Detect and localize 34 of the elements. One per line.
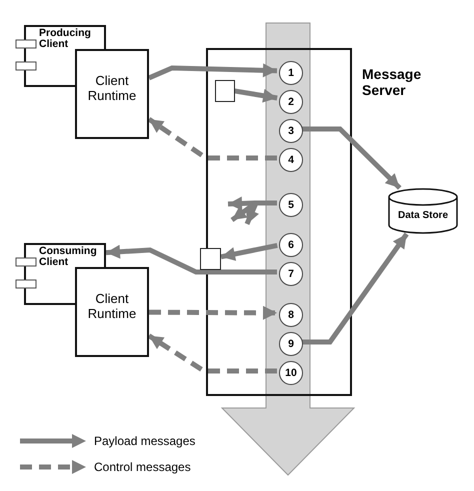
message-arrow [106,244,277,274]
component-label: Producing Client [39,28,92,50]
message-arrow [220,242,278,261]
step-number: 9 [288,338,294,350]
step-number: 7 [288,268,294,280]
message-arrow [232,88,278,103]
small-box [215,80,235,102]
store-label: Data Store [398,210,448,220]
message-arrow [148,117,277,160]
small-box [200,248,221,270]
legend-label: Payload messages [94,434,196,448]
step-number: 5 [288,199,294,211]
message-arrow [149,306,277,320]
runtime-label: Client Runtime [86,73,138,103]
step-number: 2 [288,96,294,108]
step-number: 10 [285,367,297,379]
message-arrow [148,63,278,80]
step-number: 8 [288,309,294,321]
runtime-box [75,49,149,139]
message-arrow [148,334,277,374]
step-number: 4 [288,154,294,166]
data-store-cylinder [388,188,458,234]
client-component-box [24,243,106,267]
legend-label: Control messages [94,460,191,474]
step-number: 1 [288,67,294,79]
step-number: 3 [288,125,294,137]
client-component-box [24,25,106,49]
runtime-box [75,267,149,357]
message-arrow [301,232,409,344]
message-arrow [301,126,402,190]
step-number: 6 [288,239,294,251]
server-heading: Message Server [362,66,422,98]
runtime-label: Client Runtime [86,291,138,321]
component-label: Consuming Client [39,246,98,268]
